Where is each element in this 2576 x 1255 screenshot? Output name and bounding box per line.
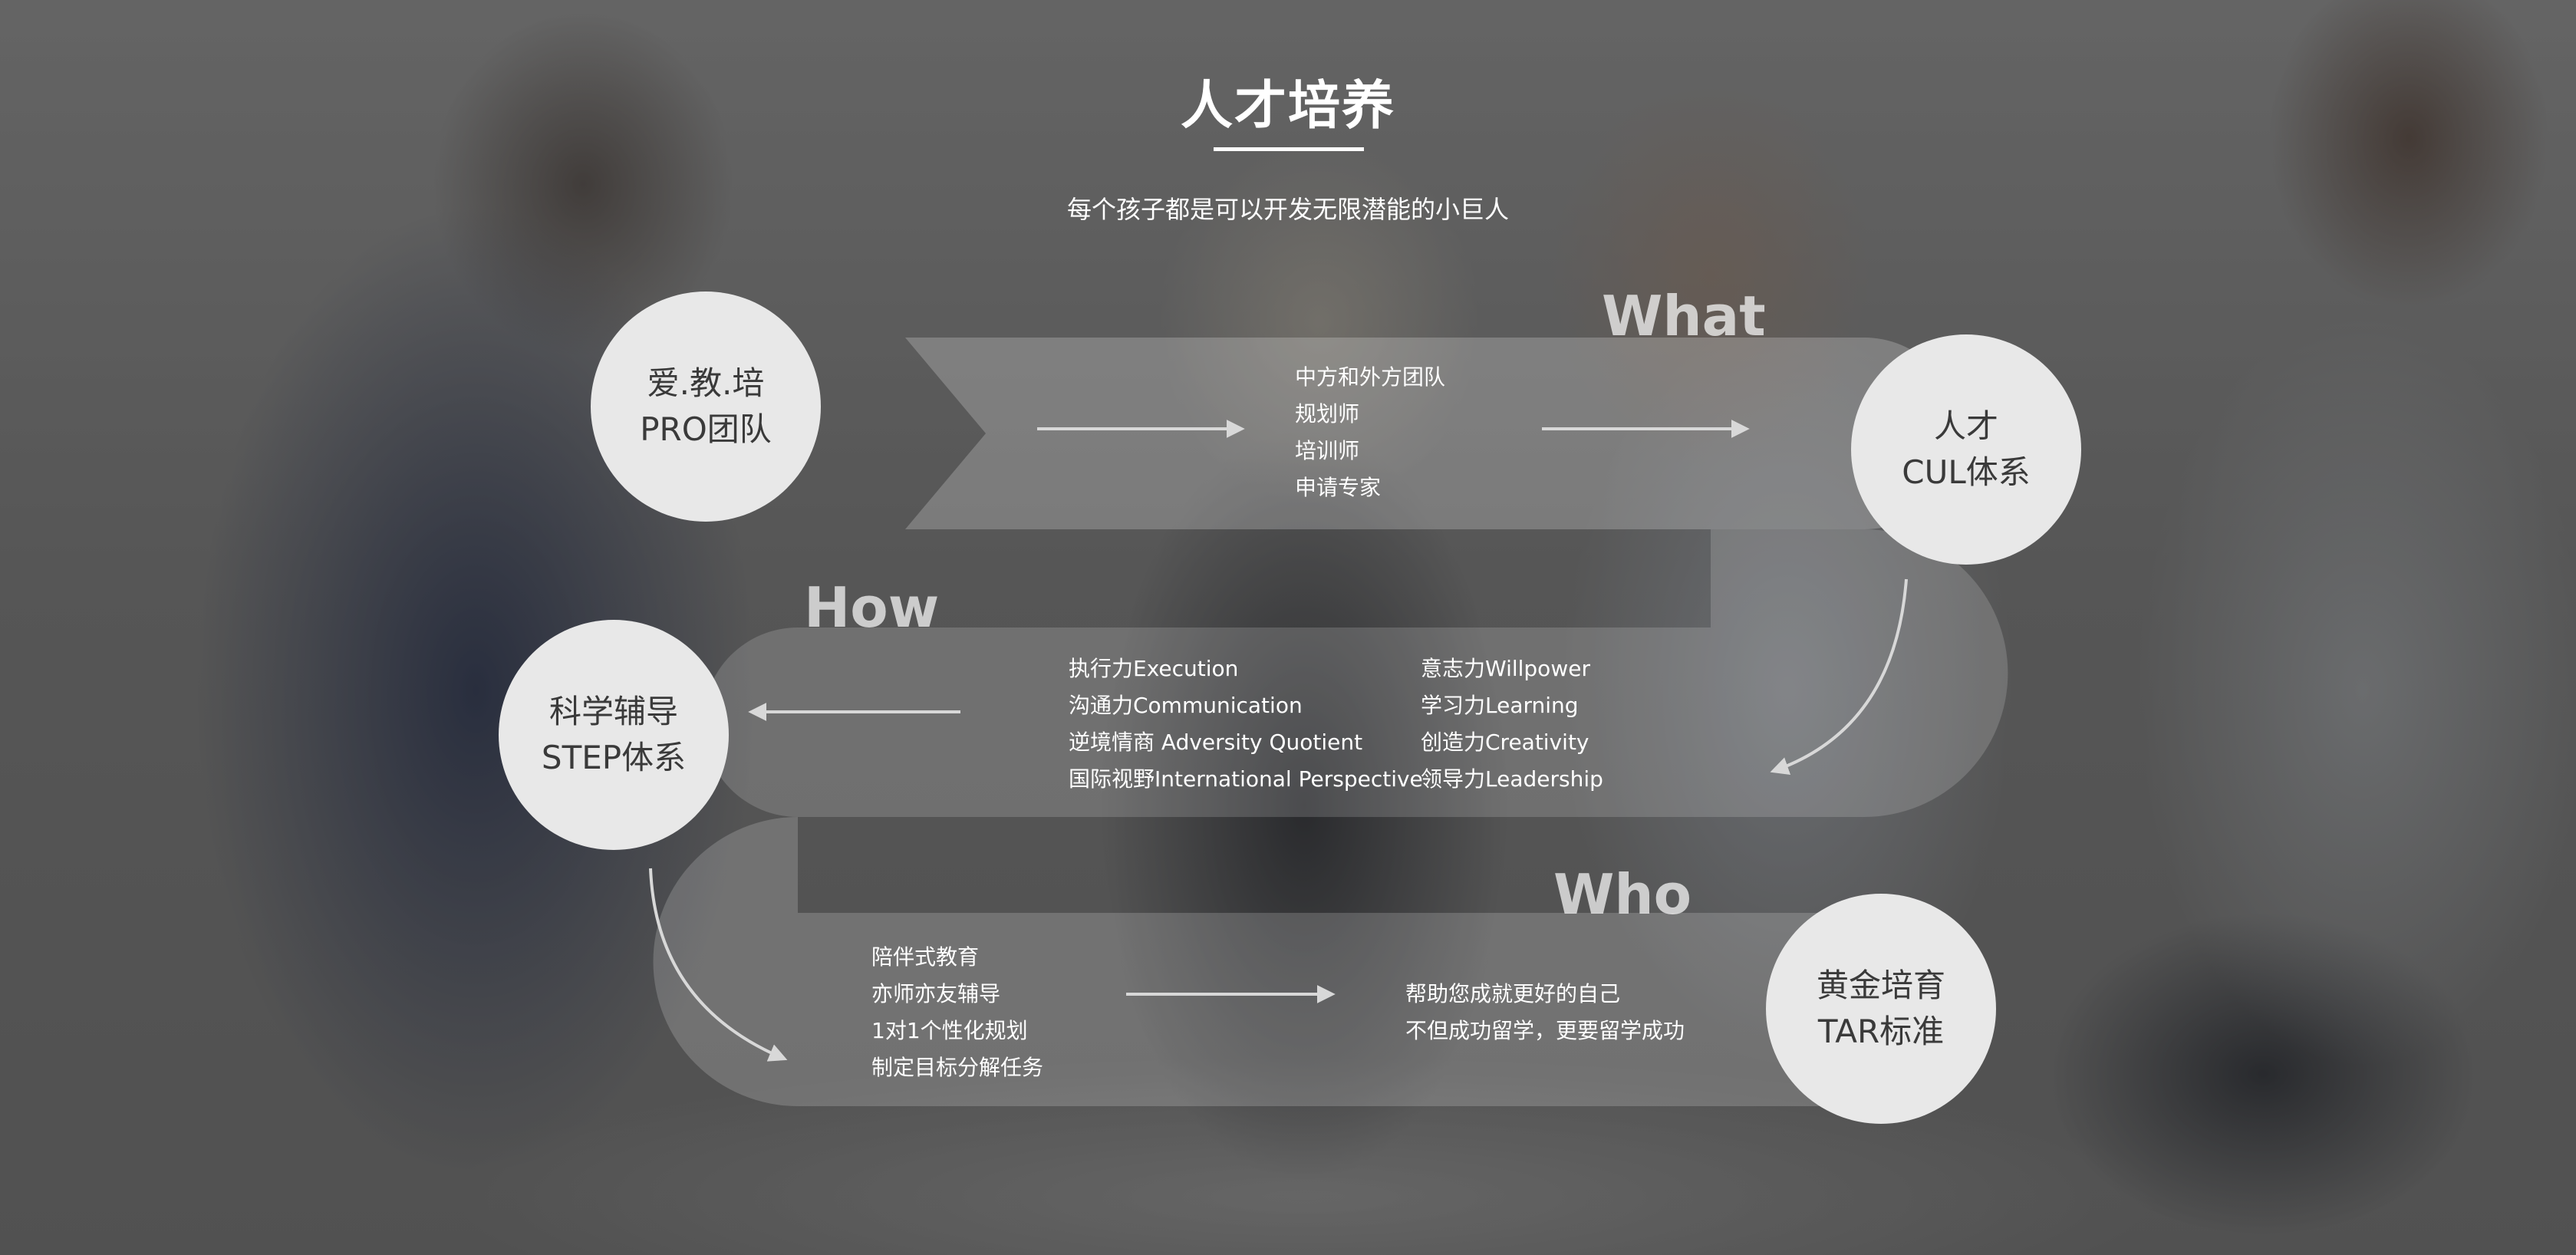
node-tar-standard: 黄金培育 TAR标准	[1766, 894, 1996, 1124]
what-band	[905, 338, 1960, 529]
section-label-what: What	[1602, 284, 1766, 348]
node-cul-system-line2: CUL体系	[1902, 453, 2031, 491]
what-list: 中方和外方团队 规划师 培训师 申请专家	[1295, 359, 1445, 506]
how-list-right: 意志力Willpower 学习力Learning 创造力Creativity 领…	[1421, 651, 1603, 798]
who-list-right: 帮助您成就更好的自己 不但成功留学，更要留学成功	[1405, 976, 1685, 1049]
node-pro-team-line1: 爱.教.培	[647, 364, 765, 403]
how-list-item: 国际视野International Perspective	[1069, 766, 1423, 792]
node-cul-system-line1: 人才	[1933, 407, 1998, 446]
page-subtitle: 每个孩子都是可以开发无限潜能的小巨人	[1066, 195, 1509, 224]
how-list-item: 学习力Learning	[1421, 693, 1579, 718]
who-list-item: 制定目标分解任务	[871, 1055, 1044, 1080]
cul-to-how-arrow	[1770, 578, 1908, 776]
what-list-item: 培训师	[1295, 438, 1360, 463]
who-list-item: 不但成功留学，更要留学成功	[1405, 1018, 1685, 1043]
how-list-item: 执行力Execution	[1069, 656, 1239, 681]
who-list-item: 帮助您成就更好的自己	[1405, 981, 1621, 1006]
node-pro-team-line2: PRO团队	[640, 410, 772, 448]
who-list-item: 陪伴式教育	[871, 944, 980, 970]
node-cul-system: 人才 CUL体系	[1851, 334, 2081, 565]
how-list-item: 意志力Willpower	[1421, 656, 1590, 681]
what-list-item: 规划师	[1295, 401, 1360, 427]
who-band	[653, 817, 1826, 1106]
how-list-item: 沟通力Communication	[1069, 693, 1303, 718]
node-step-system-line1: 科学辅导	[548, 693, 678, 731]
section-label-how: How	[804, 575, 940, 640]
node-pro-team: 爱.教.培 PRO团队	[591, 292, 821, 522]
how-band	[703, 529, 2008, 817]
node-step-system: 科学辅导 STEP体系	[499, 620, 729, 850]
what-list-item: 中方和外方团队	[1295, 364, 1446, 390]
what-list-item: 申请专家	[1295, 475, 1382, 500]
who-list-left: 陪伴式教育 亦师亦友辅导 1对1个性化规划 制定目标分解任务	[871, 939, 1043, 1086]
node-tar-standard-line2: TAR标准	[1817, 1013, 1945, 1050]
node-step-system-line2: STEP体系	[541, 739, 687, 776]
how-list-left: 执行力Execution 沟通力Communication 逆境情商 Adver…	[1069, 651, 1423, 798]
who-list-item: 1对1个性化规划	[871, 1018, 1028, 1043]
node-tar-standard-line1: 黄金培育	[1816, 967, 1945, 1005]
section-label-who: Who	[1553, 862, 1692, 927]
how-list-item: 领导力Leadership	[1421, 766, 1603, 792]
how-list-item: 逆境情商 Adversity Quotient	[1069, 730, 1363, 755]
how-list-item: 创造力Creativity	[1421, 730, 1589, 755]
step-to-who-arrow	[649, 868, 788, 1062]
title-underline	[1214, 147, 1364, 151]
page-title: 人才培养	[1180, 76, 1395, 137]
who-list-item: 亦师亦友辅导	[871, 981, 1001, 1006]
